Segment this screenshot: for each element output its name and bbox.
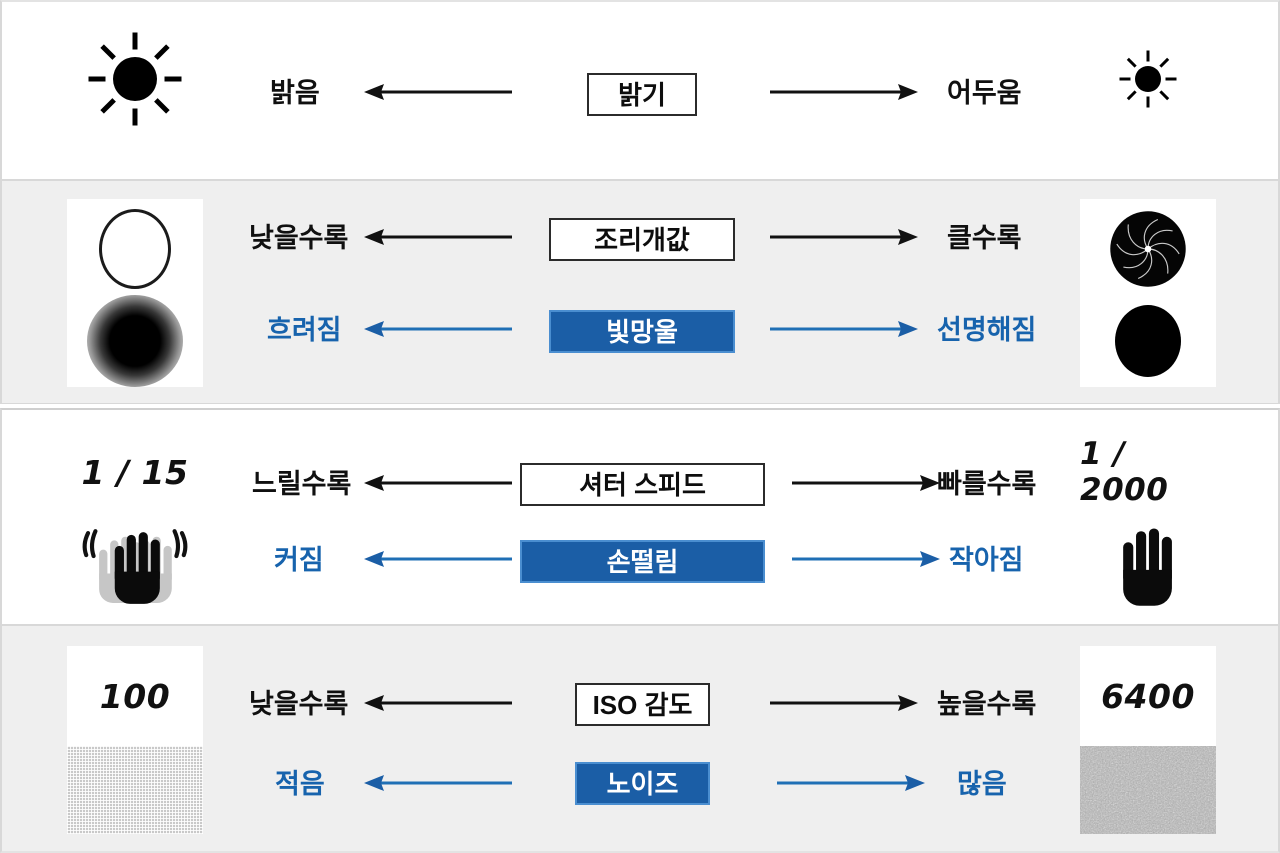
shake-right-arrow-icon: [792, 549, 940, 573]
iso-right-arrow-icon: [770, 693, 918, 717]
brightness-right-arrow-icon: [770, 82, 918, 106]
shutter-right-word: 빠를수록: [937, 469, 1037, 499]
section-iso: 100 낮을수록 ISO 감도 높을수록 6400 적음: [0, 625, 1280, 853]
pill-hand-shake[interactable]: 손떨림: [520, 540, 765, 583]
shutter-left-word: 느릴수록: [252, 469, 352, 499]
section-aperture: 낮을수록 조리개값 클수록: [0, 180, 1280, 404]
pill-shutter-speed[interactable]: 셔터 스피드: [520, 463, 765, 506]
aperture-open-outline-icon: [67, 199, 203, 299]
noise-left-word: 적음: [275, 769, 325, 799]
brightness-left-word: 밝음: [270, 78, 320, 108]
iso-low-value: 100: [99, 676, 171, 716]
shutter-left-arrow-icon: [364, 473, 512, 497]
bokeh-left-arrow-icon: [364, 319, 512, 343]
noise-right-arrow-icon: [777, 773, 925, 797]
iso-left-word: 낮을수록: [249, 689, 349, 719]
shake-left-word: 커짐: [274, 545, 324, 575]
pill-aperture[interactable]: 조리개값: [549, 218, 735, 261]
bokeh-right-arrow-icon: [770, 319, 918, 343]
iso-left-arrow-icon: [364, 693, 512, 717]
aperture-left-arrow-icon: [364, 227, 512, 251]
pill-bokeh[interactable]: 빛망울: [549, 310, 735, 353]
shake-left-arrow-icon: [364, 549, 512, 573]
pill-noise[interactable]: 노이즈: [575, 762, 710, 805]
section-brightness: 밝음 밝기 어두움: [0, 0, 1280, 180]
blurred-dot-icon: [67, 295, 203, 387]
sun-small-icon: [1080, 29, 1216, 129]
shutter-value-icon: 1 / 15: [67, 422, 203, 522]
brightness-left-arrow-icon: [364, 82, 512, 106]
iso-right-word: 높을수록: [937, 689, 1037, 719]
shake-right-word: 작아짐: [949, 545, 1024, 575]
aperture-right-word: 클수록: [947, 223, 1022, 253]
coarse-noise-texture-icon: [1080, 744, 1216, 836]
aperture-left-word: 낮을수록: [249, 223, 349, 253]
noise-left-arrow-icon: [364, 773, 512, 797]
iso-low-value-icon: 100: [67, 646, 203, 746]
iso-high-value-icon: 6400: [1080, 646, 1216, 746]
aperture-iris-icon: [1080, 199, 1216, 299]
bokeh-right-word: 선명해짐: [937, 315, 1037, 345]
brightness-right-word: 어두움: [947, 78, 1022, 108]
shutter-slow-value: 1 / 15: [81, 452, 189, 492]
shutter-right-arrow-icon: [792, 473, 940, 497]
shutter-fast-value: 1 / 2000: [1080, 436, 1169, 508]
sharp-dot-icon: [1080, 295, 1216, 387]
iso-high-value: 6400: [1101, 676, 1195, 716]
noise-right-word: 많음: [957, 769, 1007, 799]
sun-large-icon: [67, 29, 203, 129]
shutter-fast-value-icon: 1 / 2000: [1080, 422, 1216, 522]
bokeh-left-word: 흐려짐: [267, 315, 342, 345]
shaking-hand-icon: [67, 518, 203, 618]
section-shutter-speed: 1 / 15 느릴수록 셔터 스피드 빠를수록 1 / 2000: [0, 408, 1280, 625]
steady-hand-icon: [1080, 518, 1216, 618]
aperture-right-arrow-icon: [770, 227, 918, 251]
pill-brightness[interactable]: 밝기: [587, 73, 697, 116]
pill-iso[interactable]: ISO 감도: [575, 683, 710, 726]
fine-noise-texture-icon: [67, 744, 203, 836]
